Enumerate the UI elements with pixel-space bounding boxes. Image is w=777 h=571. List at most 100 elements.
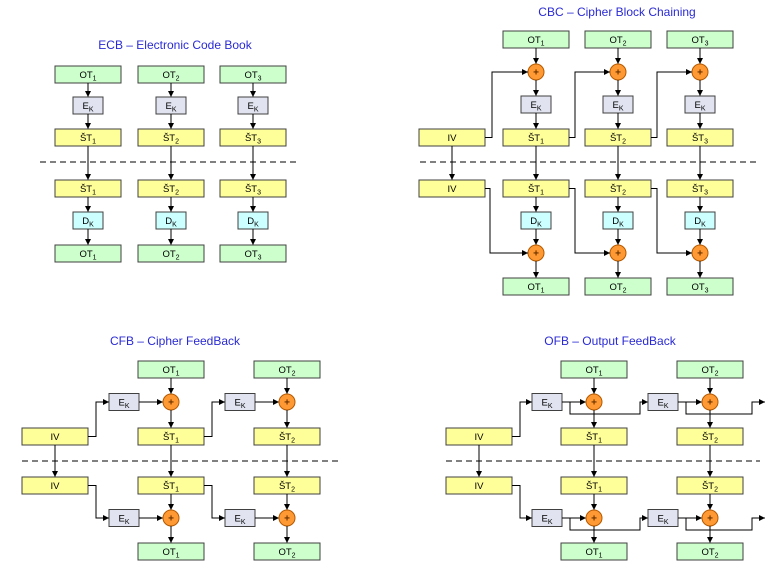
cbc-arrow-chain-decrypt-2	[569, 188, 610, 256]
cfb-xor-encrypt-1: +	[162, 393, 180, 411]
cbc-plaintext-out-3: OT3	[666, 277, 734, 296]
cbc-ciphertext-out-1: ŠT1	[502, 128, 570, 147]
ecb-plaintext-in-3-label: OT3	[244, 70, 261, 83]
ofb-ciphertext-out-1-label-main: ŠT	[586, 432, 598, 443]
cbc-arrow-chain-encrypt-1	[485, 69, 528, 138]
ofb-encrypt-rx-1-label: EK	[541, 514, 552, 527]
cfb-encrypt-2: EK	[224, 393, 256, 411]
cbc-plaintext-out-2: OT2	[584, 277, 652, 296]
ecb-ciphertext-in-2-label-main: ŠT	[163, 184, 175, 195]
ofb-ciphertext-out-1-label: ŠT1	[586, 432, 602, 445]
ofb-encrypt-rx-1-label-subscript: K	[548, 519, 553, 526]
cfb-plaintext-in-2-label-main: OT	[278, 365, 291, 376]
ecb-plaintext-in-2-label-main: OT	[162, 70, 175, 81]
cfb-xor-decrypt-2: +	[278, 509, 296, 527]
cfb-iv-rx-label-main: IV	[51, 481, 61, 492]
cfb-iv: IV	[21, 427, 89, 446]
cfb-plaintext-in-1-label-main: OT	[162, 365, 175, 376]
ofb-xor-decrypt-1-plus-icon: +	[591, 514, 597, 525]
cbc-ciphertext-in-1-label-main: ŠT	[528, 184, 540, 195]
ofb-xor-decrypt-2: +	[701, 509, 719, 527]
cbc-xor-decrypt-2: +	[609, 244, 627, 262]
ofb-ciphertext-out-2: ŠT2	[676, 427, 744, 446]
cfb-encrypt-rx-1: EK	[108, 509, 140, 527]
ofb-encrypt-1-label: EK	[541, 398, 552, 411]
ecb-encrypt-3-label-main: E	[247, 101, 253, 112]
cfb-encrypt-rx-1-label-subscript: K	[125, 519, 130, 526]
ofb-ciphertext-out-2-label: ŠT2	[702, 432, 718, 445]
ecb-ciphertext-in-2: ŠT2	[137, 179, 205, 198]
ecb-decrypt-2-label-main: D	[165, 216, 172, 227]
ofb-arrow-output-feedback-decrypt-1	[569, 515, 648, 531]
cfb-encrypt-rx-2: EK	[224, 509, 256, 527]
cbc-plaintext-out-1-label-main: OT	[527, 282, 540, 293]
cfb-panel: CFB – Cipher FeedBackIVIVOT1EK+ŠT1ŠT1EK+…	[21, 334, 338, 561]
ecb-plaintext-in-1-label-subscript: 1	[93, 76, 97, 83]
ofb-iv-rx-label: IV	[475, 481, 485, 492]
cbc-ciphertext-out-1-label-subscript: 1	[540, 139, 544, 146]
ecb-decrypt-3-label-subscript: K	[254, 222, 259, 229]
ofb-ciphertext-out-2-label-subscript: 2	[714, 438, 718, 445]
cbc-xor-encrypt-3: +	[691, 63, 709, 81]
ecb-decrypt-1: DK	[72, 211, 104, 230]
ofb-arrow-output-feedback-encrypt-1	[569, 399, 648, 415]
ecb-ciphertext-out-3-label-main: ŠT	[245, 133, 257, 144]
cbc-plaintext-in-2-label-subscript: 2	[623, 41, 627, 48]
ofb-iv-rx: IV	[445, 476, 513, 495]
cbc-plaintext-out-1-label: OT1	[527, 282, 544, 295]
cbc-plaintext-out-3-label: OT3	[691, 282, 708, 295]
cfb-ciphertext-in-1-label: ŠT1	[163, 481, 179, 494]
cfb-ciphertext-in-1-label-subscript: 1	[175, 487, 179, 494]
cfb-plaintext-out-2-label-subscript: 2	[292, 553, 296, 560]
cbc-ciphertext-in-2-label-main: ŠT	[610, 184, 622, 195]
cbc-ciphertext-in-2-label: ŠT2	[610, 184, 626, 197]
ecb-ciphertext-out-1-label-main: ŠT	[80, 133, 92, 144]
cbc-decrypt-2-label-main: D	[612, 216, 619, 227]
ofb-encrypt-rx-1: EK	[531, 509, 563, 527]
ecb-plaintext-out-3-frame	[219, 244, 287, 263]
cbc-encrypt-2-label-subscript: K	[619, 106, 624, 113]
ecb-decrypt-2-label-subscript: K	[172, 222, 177, 229]
ecb-ciphertext-in-3-label: ŠT3	[245, 184, 261, 197]
ofb-ciphertext-out-2-label-main: ŠT	[702, 432, 714, 443]
cbc-iv-rx: IV	[418, 179, 486, 198]
cfb-iv-rx: IV	[21, 476, 89, 495]
ofb-plaintext-out-2: OT2	[676, 542, 744, 561]
cbc-iv-rx-label-main: IV	[448, 184, 458, 195]
cbc-ciphertext-in-1: ŠT1	[502, 179, 570, 198]
cfb-encrypt-1-label-main: E	[118, 398, 124, 409]
ofb-arrow-iv-to-encrypt	[512, 399, 532, 437]
ofb-ciphertext-in-1: ŠT1	[560, 476, 628, 495]
cbc-panel: CBC – Cipher Block ChainingIVIVOT1+EKŠT1…	[418, 5, 760, 296]
ecb-ciphertext-out-2-label-main: ŠT	[163, 133, 175, 144]
ecb-decrypt-3-label: DK	[247, 216, 259, 229]
cbc-plaintext-in-2: OT2	[584, 30, 652, 49]
cfb-iv-label-main: IV	[51, 432, 61, 443]
cbc-plaintext-out-3-label-main: OT	[691, 282, 704, 293]
cfb-encrypt-1-label-subscript: K	[125, 403, 130, 410]
cbc-plaintext-in-1-label-subscript: 1	[541, 41, 545, 48]
ofb-ciphertext-in-1-label: ŠT1	[586, 481, 602, 494]
ecb-plaintext-out-1-label-subscript: 1	[93, 255, 97, 262]
ecb-plaintext-in-2-label: OT2	[162, 70, 179, 83]
ofb-plaintext-out-1-label: OT1	[585, 547, 602, 560]
ofb-plaintext-out-2-label-main: OT	[701, 547, 714, 558]
ofb-encrypt-2-label-main: E	[657, 398, 663, 409]
ecb-encrypt-1-label: EK	[82, 101, 93, 114]
ofb-plaintext-in-2: OT2	[676, 360, 744, 379]
cbc-encrypt-1-label-subscript: K	[537, 106, 542, 113]
ofb-ciphertext-out-1-label-subscript: 1	[598, 438, 602, 445]
ecb-plaintext-out-1: OT1	[54, 244, 122, 263]
cfb-plaintext-in-2-label-subscript: 2	[292, 371, 296, 378]
ecb-plaintext-out-2-frame	[137, 244, 205, 263]
cbc-ciphertext-in-2-label-subscript: 2	[622, 190, 626, 197]
cbc-xor-decrypt-3: +	[691, 244, 709, 262]
cbc-decrypt-3-label: DK	[694, 216, 706, 229]
ecb-title: ECB – Electronic Code Book	[98, 38, 252, 52]
ecb-plaintext-out-2-label-main: OT	[162, 249, 175, 260]
cfb-ciphertext-out-2: ŠT2	[253, 427, 321, 446]
ecb-ciphertext-out-1: ŠT1	[54, 128, 122, 147]
cfb-plaintext-in-1-label: OT1	[162, 365, 179, 378]
cbc-ciphertext-in-3-label-subscript: 3	[704, 190, 708, 197]
ecb-encrypt-2-label: EK	[165, 101, 176, 114]
